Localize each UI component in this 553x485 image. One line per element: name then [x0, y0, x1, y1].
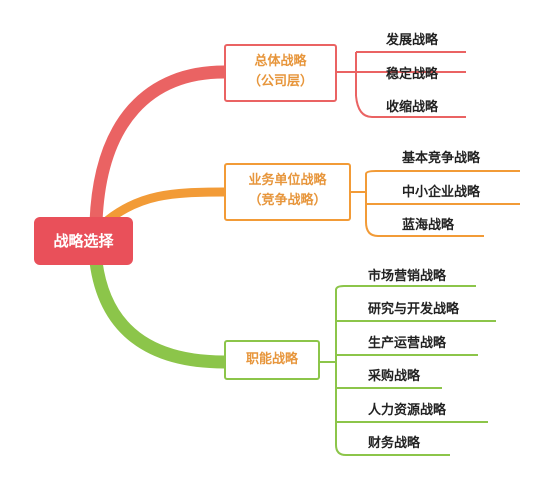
leaf-rnd: 研究与开发战略 — [368, 302, 460, 317]
root-node: 战略选择 — [34, 217, 133, 265]
links-business — [351, 170, 520, 237]
leaf-finance: 财务战略 — [368, 436, 421, 451]
branch-business-strategy: 业务单位战略 （竞争战略） — [224, 163, 351, 221]
branch-subtitle: （竞争战略） — [248, 193, 327, 208]
leaf-purchasing: 采购战略 — [368, 369, 421, 384]
leaf-development: 发展战略 — [386, 33, 439, 48]
leaf-production: 生产运营战略 — [368, 336, 447, 351]
branch-functional-strategy: 职能战略 — [224, 340, 320, 380]
links-overall — [337, 50, 466, 118]
leaf-basic-competition: 基本竞争战略 — [402, 151, 481, 166]
branch-title: 总体战略 — [254, 54, 307, 69]
branch-subtitle: （公司层） — [247, 74, 313, 89]
leaf-marketing: 市场营销战略 — [368, 269, 447, 284]
leaf-stability: 稳定战略 — [386, 67, 439, 82]
leaf-hr: 人力资源战略 — [368, 403, 447, 418]
branch-title: 业务单位战略 — [248, 173, 327, 188]
link-root-business — [103, 187, 229, 225]
branch-title: 职能战略 — [245, 352, 298, 367]
link-root-functional — [89, 255, 231, 369]
branch-overall-strategy: 总体战略 （公司层） — [224, 44, 337, 102]
leaf-sme: 中小企业战略 — [402, 185, 481, 200]
links-functional — [320, 285, 496, 456]
link-root-overall — [89, 65, 231, 229]
leaf-blue-ocean: 蓝海战略 — [402, 218, 455, 233]
leaf-retrenchment: 收缩战略 — [386, 100, 439, 115]
